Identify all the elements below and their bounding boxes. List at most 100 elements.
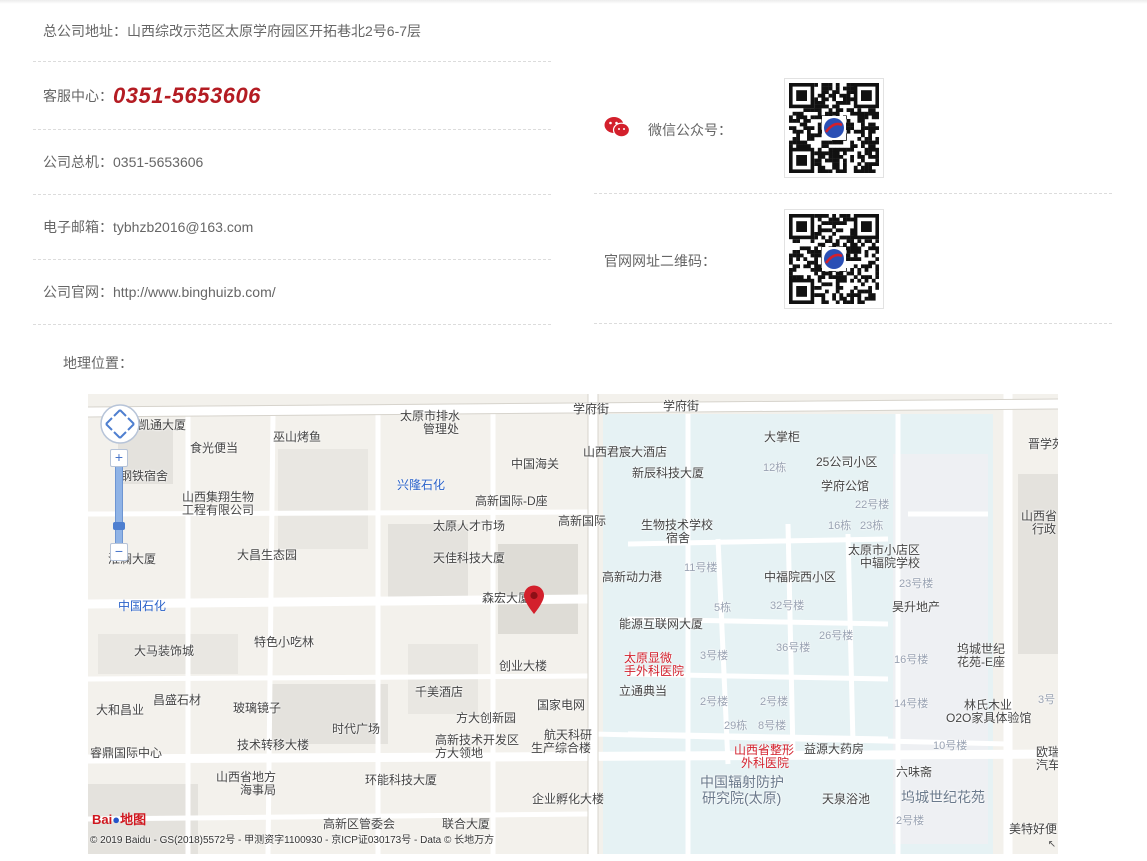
map-poi-label[interactable]: 太原人才市场 (433, 519, 506, 533)
map-resize-icon[interactable]: ↖ (1047, 839, 1056, 850)
map-poi-label[interactable]: 天泉浴池 (822, 792, 871, 806)
map-poi-label[interactable]: 坞城世纪花苑 (901, 789, 985, 805)
map-poi-label[interactable]: 昌盛石材 (153, 693, 202, 707)
map-poi-label[interactable]: 12栋 (763, 462, 787, 474)
map-poi-label[interactable]: 太原市小店区 (848, 543, 921, 557)
map-poi-label[interactable]: 工程有限公司 (182, 503, 255, 517)
map-poi-label[interactable]: 大马装饰城 (134, 644, 195, 658)
map-poi-label[interactable]: 学府公馆 (821, 479, 870, 493)
map-poi-label[interactable]: 高新国际 (558, 514, 607, 528)
map-poi-label[interactable]: 太原市排水 (400, 409, 461, 423)
map-poi-label[interactable]: 山西君宸大酒店 (583, 445, 668, 459)
map-poi-label[interactable]: 11号楼 (684, 562, 718, 574)
map-poi-label[interactable]: 大和昌业 (96, 703, 145, 717)
zoom-slider[interactable] (115, 467, 123, 543)
map-poi-label[interactable]: 16栋 (828, 520, 852, 532)
map-poi-label[interactable]: 中国海关 (511, 457, 560, 471)
map-poi-label[interactable]: 2号楼 (760, 696, 789, 708)
map-poi-label[interactable]: 中国辐射防护 (700, 774, 784, 790)
map-poi-label[interactable]: 山西省地方 (216, 770, 277, 784)
map-poi-label[interactable]: 手外科医院 (624, 664, 685, 678)
map-poi-label[interactable]: 海事局 (240, 783, 277, 797)
map-poi-label[interactable]: 高新区管委会 (323, 817, 396, 831)
map-poi-label[interactable]: 3号楼 (700, 650, 729, 662)
zoom-slider-handle[interactable] (113, 522, 125, 530)
map-poi-label[interactable]: 高新动力港 (602, 570, 663, 584)
map-poi-label[interactable]: 25公司小区 (816, 455, 878, 469)
map-poi-label[interactable]: 大昌生态园 (237, 548, 298, 562)
map-poi-label[interactable]: 方大创新园 (456, 711, 517, 725)
map-poi-label[interactable]: 山西省整形 (734, 743, 795, 757)
map-poi-label[interactable]: 14号楼 (894, 698, 929, 710)
map-poi-label[interactable]: 时代广场 (332, 722, 381, 736)
map-poi-label[interactable]: 创业大楼 (499, 659, 548, 673)
map-poi-label[interactable]: 生物技术学校 (641, 518, 714, 532)
map-poi-label[interactable]: 能源互联网大厦 (619, 617, 704, 631)
map-poi-label[interactable]: 外科医院 (741, 756, 790, 770)
map-poi-label[interactable]: 新辰科技大厦 (632, 466, 705, 480)
map-poi-label[interactable]: 学府街 (663, 399, 700, 413)
map-poi-label[interactable]: 29栋 (724, 720, 748, 732)
map-poi-label[interactable]: 玻璃镜子 (233, 701, 282, 715)
map-poi-label[interactable]: 32号楼 (770, 600, 805, 612)
map-poi-label[interactable]: 宿舍 (666, 531, 691, 545)
map-poi-label[interactable]: 8号楼 (758, 720, 787, 732)
map-poi-label[interactable]: 钢铁宿舍 (120, 469, 169, 483)
map-poi-label[interactable]: 山西省 (1021, 509, 1058, 523)
map-poi-label[interactable]: 2号楼 (896, 815, 925, 827)
zoom-in-button[interactable]: + (110, 449, 128, 467)
map-poi-label[interactable]: 森宏大厦 (482, 591, 531, 605)
map-poi-label[interactable]: 晋学苑 (1028, 437, 1058, 451)
map-poi-label[interactable]: 管理处 (423, 422, 460, 436)
map-poi-label[interactable]: 行政 (1032, 522, 1057, 536)
map-poi-label[interactable]: 企业孵化大楼 (532, 792, 605, 806)
map-poi-label[interactable]: 坞城世纪 (957, 642, 1006, 656)
map-poi-label[interactable]: 36号楼 (776, 642, 811, 654)
map-poi-label[interactable]: 航天科研 (544, 728, 593, 742)
map-poi-label[interactable]: 中福院西小区 (764, 570, 837, 584)
zoom-out-button[interactable]: − (110, 543, 128, 561)
map-poi-label[interactable]: 16号楼 (894, 654, 929, 666)
map-poi-label[interactable]: 山西集翔生物 (182, 490, 255, 504)
map-poi-label[interactable]: 大掌柜 (764, 430, 801, 444)
map-pan-control[interactable] (98, 402, 142, 446)
map-poi-label[interactable]: 23栋 (860, 520, 884, 532)
map-poi-label[interactable]: 欧瑞 (1036, 745, 1058, 759)
map-poi-label[interactable]: 23号楼 (899, 578, 934, 590)
map-poi-label[interactable]: 高新国际-D座 (475, 494, 548, 508)
map-poi-label[interactable]: 林氏木业 (964, 698, 1013, 712)
map-poi-label[interactable]: 中国石化 (118, 599, 167, 613)
map-poi-label[interactable]: 研究院(太原) (702, 790, 782, 806)
map-poi-label[interactable]: 学府街 (573, 402, 610, 416)
map-poi-label[interactable]: 睿鼎国际中心 (90, 746, 163, 760)
map-poi-label[interactable]: 食光便当 (190, 441, 239, 455)
map-poi-label[interactable]: 26号楼 (819, 630, 854, 642)
website-link[interactable]: http://www.binghuizb.com/ (113, 284, 276, 300)
baidu-map[interactable]: 凯通大厦巫山烤鱼 太原市排水管理处 学府街 学府街大掌柜食光便当 山西君宸大酒店 25公司… (88, 394, 1058, 854)
map-poi-label[interactable]: 千美酒店 (415, 685, 464, 699)
map-poi-label[interactable]: 环能科技大厦 (365, 773, 438, 787)
map-poi-label[interactable]: 生产综合楼 (531, 741, 592, 755)
map-poi-label[interactable]: 花苑-E座 (957, 655, 1006, 669)
map-poi-label[interactable]: 5栋 (714, 602, 732, 614)
map-poi-label[interactable]: 高新技术开发区 (435, 733, 520, 747)
map-poi-label[interactable]: 3号 (1038, 694, 1056, 706)
map-poi-label[interactable]: 方大领地 (435, 746, 484, 760)
map-poi-label[interactable]: 太原显微 (624, 651, 673, 665)
map-poi-label[interactable]: 益源大药房 (804, 742, 865, 756)
map-poi-label[interactable]: O2O家具体验馆 (946, 711, 1032, 725)
map-poi-label[interactable]: 联合大厦 (442, 817, 491, 831)
map-poi-label[interactable]: 巫山烤鱼 (273, 430, 322, 444)
map-poi-label[interactable]: 国家电网 (537, 698, 586, 712)
location-pin-icon[interactable] (523, 585, 545, 615)
map-poi-label[interactable]: 美特好便 (1009, 822, 1058, 836)
map-poi-label[interactable]: 兴隆石化 (397, 478, 446, 492)
map-poi-label[interactable]: 六味斋 (896, 765, 933, 779)
map-poi-label[interactable]: 凯通大厦 (138, 418, 187, 432)
map-poi-label[interactable]: 22号楼 (855, 499, 890, 511)
map-poi-label[interactable]: 昊升地产 (892, 600, 941, 614)
map-poi-label[interactable]: 立通典当 (619, 684, 668, 698)
map-poi-label[interactable]: 2号楼 (700, 696, 729, 708)
map-poi-label[interactable]: 中辐院学校 (860, 556, 921, 570)
map-poi-label[interactable]: 天佳科技大厦 (433, 551, 506, 565)
